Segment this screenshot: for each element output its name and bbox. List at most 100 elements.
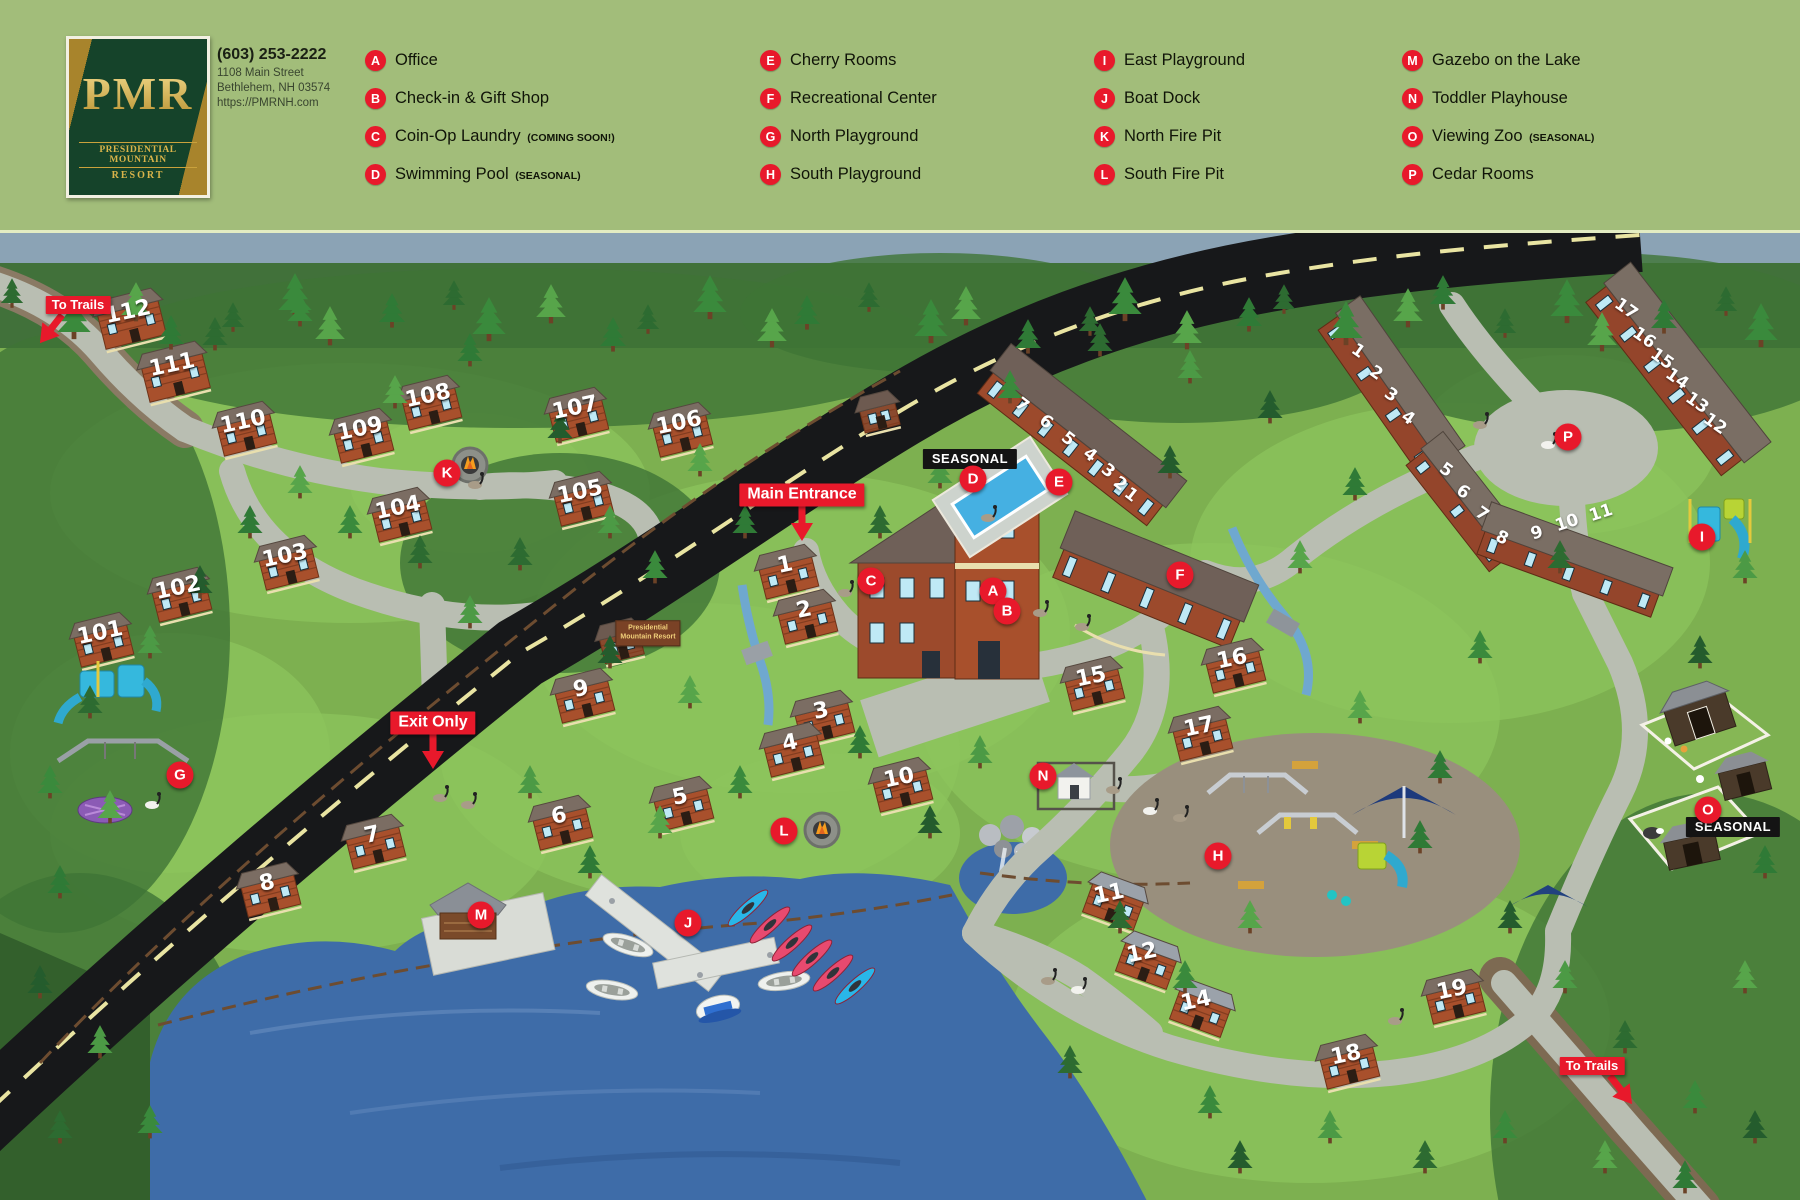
map-marker-c: C bbox=[857, 567, 885, 595]
north-fire-pit bbox=[451, 446, 489, 484]
map-marker-k: K bbox=[433, 459, 461, 487]
sign-to-trails-se: To Trails bbox=[1559, 1057, 1625, 1075]
trail-nw bbox=[0, 266, 204, 448]
address-line2: Bethlehem, NH 03574 bbox=[217, 82, 331, 94]
legend-label: Check-in & Gift Shop bbox=[395, 89, 550, 107]
legend-label: East Playground bbox=[1124, 51, 1246, 69]
legend-note: (SEASONAL) bbox=[1529, 132, 1595, 144]
kayaks bbox=[727, 889, 876, 1005]
map-marker-m: M bbox=[467, 901, 495, 929]
seasonal-tag-1: SEASONAL bbox=[922, 449, 1018, 469]
map-marker-g: G bbox=[166, 761, 194, 789]
legend-item-j: J Boat Dock bbox=[1094, 88, 1200, 109]
swimming-pool bbox=[931, 435, 1069, 559]
gazebo bbox=[420, 882, 556, 976]
map-marker-e: E bbox=[1045, 468, 1073, 496]
legend-label: Cedar Rooms bbox=[1432, 165, 1534, 183]
resort-logo: PMR PRESIDENTIAL MOUNTAIN RESORT bbox=[66, 36, 210, 198]
legend-badge-o: O bbox=[1402, 126, 1423, 147]
map-illustration bbox=[0, 233, 1800, 1200]
cabins bbox=[68, 287, 1487, 1094]
paddle-boat bbox=[695, 994, 742, 1023]
map-marker-p: P bbox=[1554, 423, 1582, 451]
creeks bbox=[737, 526, 1313, 726]
legend-badge-d: D bbox=[365, 164, 386, 185]
forest-trees bbox=[0, 273, 1778, 1194]
cedar-rooms-building-12-17 bbox=[1585, 261, 1772, 477]
legend-badge-m: M bbox=[1402, 50, 1423, 71]
map-marker-j: J bbox=[674, 909, 702, 937]
header: PMR PRESIDENTIAL MOUNTAIN RESORT (603) 2… bbox=[0, 0, 1800, 230]
legend-badge-f: F bbox=[760, 88, 781, 109]
legend-label: Boat Dock bbox=[1124, 89, 1201, 107]
legend-badge-l: L bbox=[1094, 164, 1115, 185]
legend-item-m: M Gazebo on the Lake bbox=[1402, 50, 1581, 71]
legend-item-a: A Office bbox=[365, 50, 438, 71]
legend-item-h: H South Playground bbox=[760, 164, 921, 185]
fences bbox=[38, 369, 1191, 1065]
boat-dock bbox=[584, 874, 780, 992]
legend-item-f: F Recreational Center bbox=[760, 88, 937, 109]
legend-item-e: E Cherry Rooms bbox=[760, 50, 896, 71]
legend-badge-g: G bbox=[760, 126, 781, 147]
logo-name-line1: PRESIDENTIAL MOUNTAIN bbox=[79, 142, 197, 168]
legend-item-p: P Cedar Rooms bbox=[1402, 164, 1534, 185]
logo-acronym: PMR bbox=[69, 67, 207, 120]
south-playground bbox=[1206, 761, 1588, 907]
map-marker-o: O bbox=[1694, 796, 1722, 824]
sign-main-entrance: Main Entrance bbox=[739, 483, 865, 507]
logo-name-line2: RESORT bbox=[111, 170, 165, 181]
legend-badge-i: I bbox=[1094, 50, 1115, 71]
sign-to-trails-nw: To Trails bbox=[45, 296, 111, 314]
legend-label: North Playground bbox=[790, 127, 919, 145]
legend-badge-e: E bbox=[760, 50, 781, 71]
legend-badge-n: N bbox=[1402, 88, 1423, 109]
legend-badge-a: A bbox=[365, 50, 386, 71]
sign-exit-only: Exit Only bbox=[390, 711, 476, 735]
map-marker-f: F bbox=[1166, 561, 1194, 589]
map-marker-h: H bbox=[1204, 842, 1232, 870]
legend-item-i: I East Playground bbox=[1094, 50, 1245, 71]
legend-badge-k: K bbox=[1094, 126, 1115, 147]
map-marker-n: N bbox=[1029, 762, 1057, 790]
legend-item-k: K North Fire Pit bbox=[1094, 126, 1221, 147]
cherry-rooms-building bbox=[976, 342, 1188, 527]
website-url: https://PMRNH.com bbox=[217, 97, 319, 109]
legend-note: (COMING SOON!) bbox=[527, 132, 615, 144]
legend-label: Swimming Pool (SEASONAL) bbox=[395, 165, 581, 183]
contact-info: (603) 253-2222 1108 Main Street Bethlehe… bbox=[217, 46, 330, 109]
legend-item-d: D Swimming Pool (SEASONAL) bbox=[365, 164, 581, 185]
legend-label: Coin-Op Laundry (COMING SOON!) bbox=[395, 127, 615, 145]
legend-label: Gazebo on the Lake bbox=[1432, 51, 1581, 69]
legend-badge-j: J bbox=[1094, 88, 1115, 109]
legend-item-b: B Check-in & Gift Shop bbox=[365, 88, 549, 109]
legend-item-c: C Coin-Op Laundry (COMING SOON!) bbox=[365, 126, 615, 147]
legend-label: North Fire Pit bbox=[1124, 127, 1222, 145]
geese bbox=[145, 412, 1557, 1025]
legend-item-g: G North Playground bbox=[760, 126, 918, 147]
legend-badge-b: B bbox=[365, 88, 386, 109]
legend-label: South Fire Pit bbox=[1124, 165, 1224, 183]
legend-badge-h: H bbox=[760, 164, 781, 185]
legend-label: South Playground bbox=[790, 165, 922, 183]
legend-badge-c: C bbox=[365, 126, 386, 147]
address-line1: 1108 Main Street bbox=[217, 67, 304, 79]
legend-badge-p: P bbox=[1402, 164, 1423, 185]
legend-label: Recreational Center bbox=[790, 89, 937, 107]
rowboats bbox=[585, 932, 811, 1001]
map-marker-l: L bbox=[770, 817, 798, 845]
legend-item-n: N Toddler Playhouse bbox=[1402, 88, 1568, 109]
shed-1 bbox=[854, 389, 902, 438]
legend-note: (SEASONAL) bbox=[515, 170, 581, 182]
map-marker-i: I bbox=[1688, 523, 1716, 551]
south-fire-pit bbox=[803, 811, 841, 849]
legend-label: Toddler Playhouse bbox=[1432, 89, 1568, 107]
legend-label: Office bbox=[395, 51, 438, 69]
map-marker-d: D bbox=[959, 465, 987, 493]
map-marker-b: B bbox=[993, 597, 1021, 625]
legend-item-l: L South Fire Pit bbox=[1094, 164, 1224, 185]
legend-label: Cherry Rooms bbox=[790, 51, 897, 69]
